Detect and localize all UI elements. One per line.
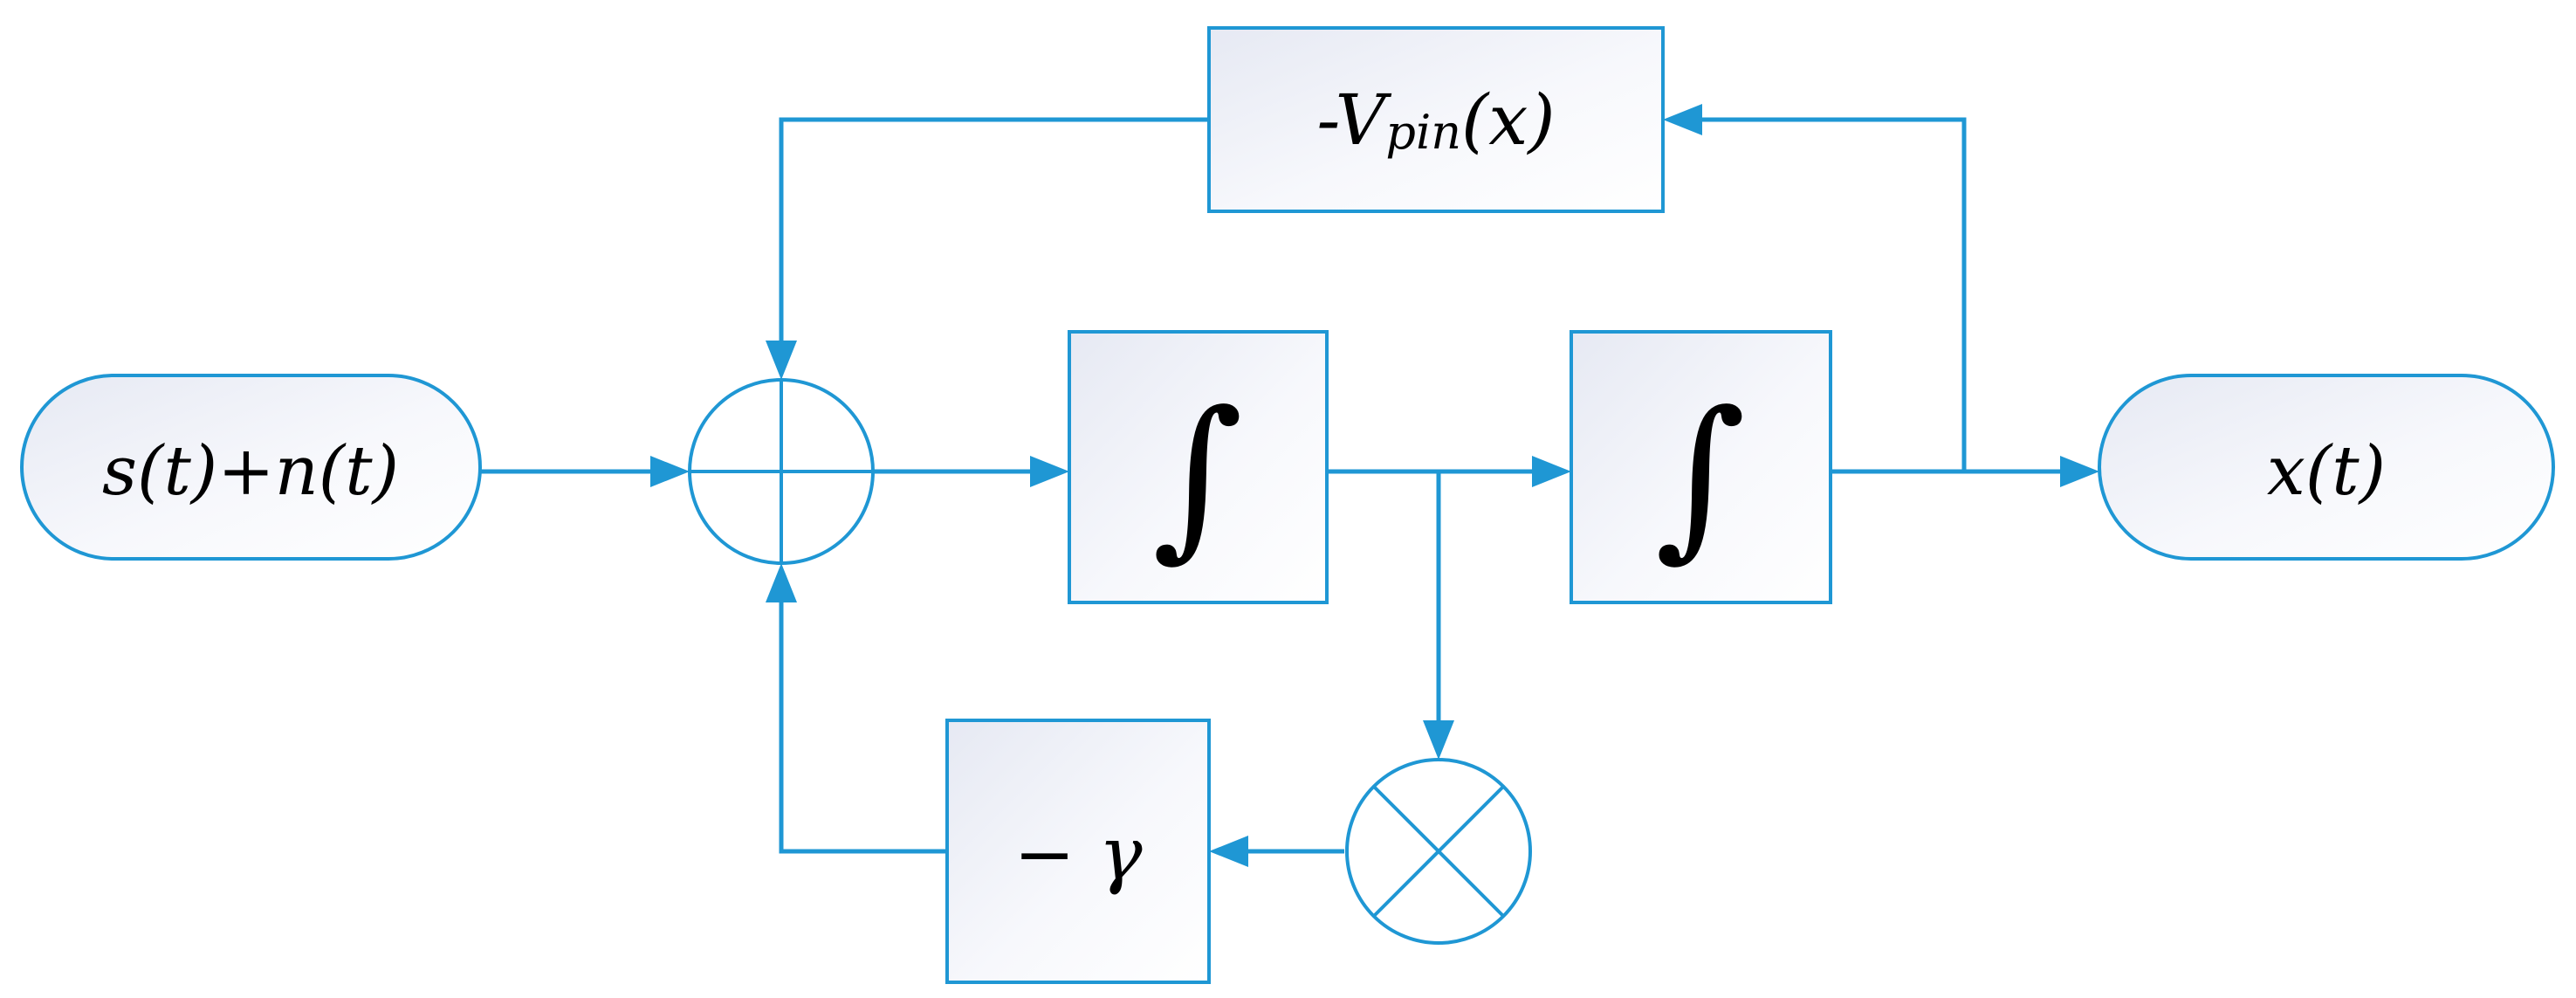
- summing-junction: [688, 378, 875, 565]
- arrow-into-integrator-1: [1030, 456, 1069, 487]
- integrator-2-block: ∫: [1570, 330, 1832, 604]
- arrow-into-damping: [1209, 836, 1248, 867]
- wire-output-to-potential: [1702, 117, 1967, 471]
- input-label: s(t)+n(t): [102, 432, 399, 511]
- integrator-1-block: ∫: [1068, 330, 1329, 604]
- potential-block: -Vpin(x): [1207, 26, 1665, 213]
- multiplier-junction: [1345, 758, 1532, 945]
- arrow-into-multiplier: [1423, 720, 1454, 760]
- integrator-2-symbol: ∫: [1655, 375, 1746, 578]
- damping-label: − γ: [1013, 811, 1143, 897]
- input-terminal: s(t)+n(t): [20, 374, 482, 561]
- arrow-into-output: [2060, 456, 2099, 487]
- wire-damping-to-sum: [779, 602, 947, 854]
- arrow-into-sum-top: [766, 341, 797, 380]
- output-label: x(t): [2267, 432, 2386, 511]
- arrow-into-integrator-2: [1532, 456, 1571, 487]
- wire-potential-to-sum: [779, 117, 1209, 341]
- potential-suffix: (x): [1461, 79, 1556, 161]
- output-terminal: x(t): [2098, 374, 2555, 561]
- integrator-1-symbol: ∫: [1152, 375, 1243, 578]
- potential-label: -Vpin(x): [1316, 79, 1555, 161]
- arrow-into-potential: [1663, 104, 1702, 135]
- potential-subscript: pin: [1385, 105, 1461, 160]
- damping-block: − γ: [945, 719, 1211, 984]
- arrow-into-sum-left: [650, 456, 690, 487]
- arrow-into-sum-bottom: [766, 563, 797, 602]
- potential-prefix: -V: [1316, 79, 1391, 161]
